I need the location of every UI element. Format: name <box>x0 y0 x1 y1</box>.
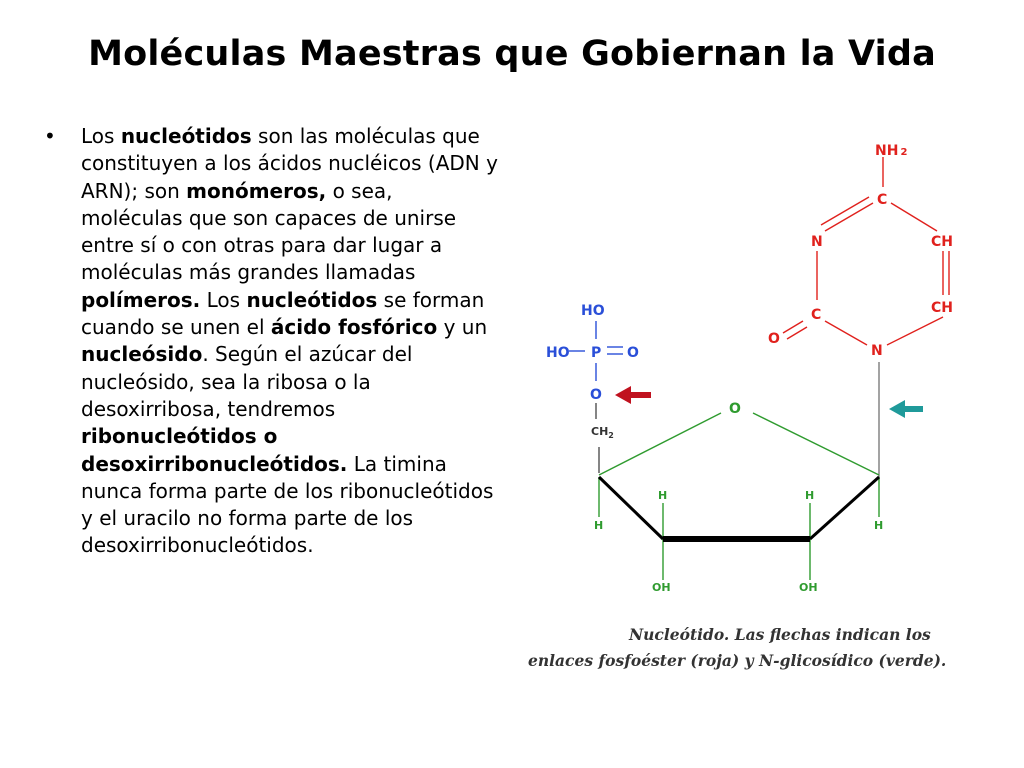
atom-c-left: C <box>811 307 821 323</box>
atom-h-3: H <box>594 519 603 532</box>
atom-p: P <box>591 345 601 361</box>
bold-term: monómeros, <box>186 178 327 203</box>
text-run: Los <box>200 287 247 312</box>
figure-caption: Nucleótido. Las flechas indican los enla… <box>528 622 973 674</box>
atom-ho-top: HO <box>581 303 605 319</box>
text-run: o sea, moléculas que son capaces de unir… <box>81 178 457 285</box>
atom-o-carbonyl: O <box>768 331 780 347</box>
text-run: y un <box>437 315 488 340</box>
phosphate-bonds <box>569 321 623 381</box>
text-run: . Según el azúcar del nucleósido, sea la… <box>81 342 413 421</box>
glycosidic-arrow-icon <box>889 400 923 418</box>
atom-o-double: O <box>627 345 639 361</box>
bold-term: nucleótidos <box>120 124 252 148</box>
atom-n-left: N <box>811 234 823 250</box>
atom-ch-right-1: CH <box>931 234 953 250</box>
bold-term: nucleótidos <box>246 287 378 312</box>
atom-ch-right-2: CH <box>931 300 953 316</box>
atom-oh-2: OH <box>799 581 818 594</box>
bold-term: ácido fosfórico <box>270 315 438 340</box>
slide-title: Moléculas Maestras que Gobiernan la Vida <box>88 34 936 74</box>
bold-term: nucleósido <box>81 342 203 367</box>
sugar-ring-bonds <box>598 412 880 580</box>
text-run: Los <box>81 124 121 148</box>
phosphoester-arrow-icon <box>615 386 651 404</box>
atom-h-1: H <box>658 489 667 502</box>
atom-o-ring: O <box>729 401 741 417</box>
atom-ho-left: HO <box>546 345 570 361</box>
bold-term: ribonucleótidos o desoxirribonucleótidos… <box>81 424 348 476</box>
text-run: La timina nunca forma parte de los ribon… <box>81 451 494 558</box>
atom-n-bottom: N <box>871 343 883 359</box>
atom-ch2: CH2 <box>591 425 614 440</box>
sugar-front-edges <box>597 475 881 542</box>
bullet-paragraph: Los nucleótidos son las moléculas que co… <box>81 123 499 560</box>
atom-h-2: H <box>805 489 814 502</box>
atom-oh-1: OH <box>652 581 671 594</box>
caption-line-1: Nucleótido. Las flechas indican los <box>629 625 931 644</box>
base-ring-bonds <box>782 157 950 346</box>
caption-line-2: enlaces fosfoéster (roja) y N-glicosídic… <box>528 651 947 670</box>
atom-c-top: C <box>877 192 887 208</box>
atom-o-ester: O <box>590 387 602 403</box>
bold-term: polímeros. <box>81 287 201 312</box>
text-run: son las moléculas que constituyen a los … <box>81 124 498 203</box>
atom-h-4: H <box>874 519 883 532</box>
bullet-marker: • <box>44 124 56 148</box>
text-run: se forman cuando se unen el <box>81 287 485 340</box>
